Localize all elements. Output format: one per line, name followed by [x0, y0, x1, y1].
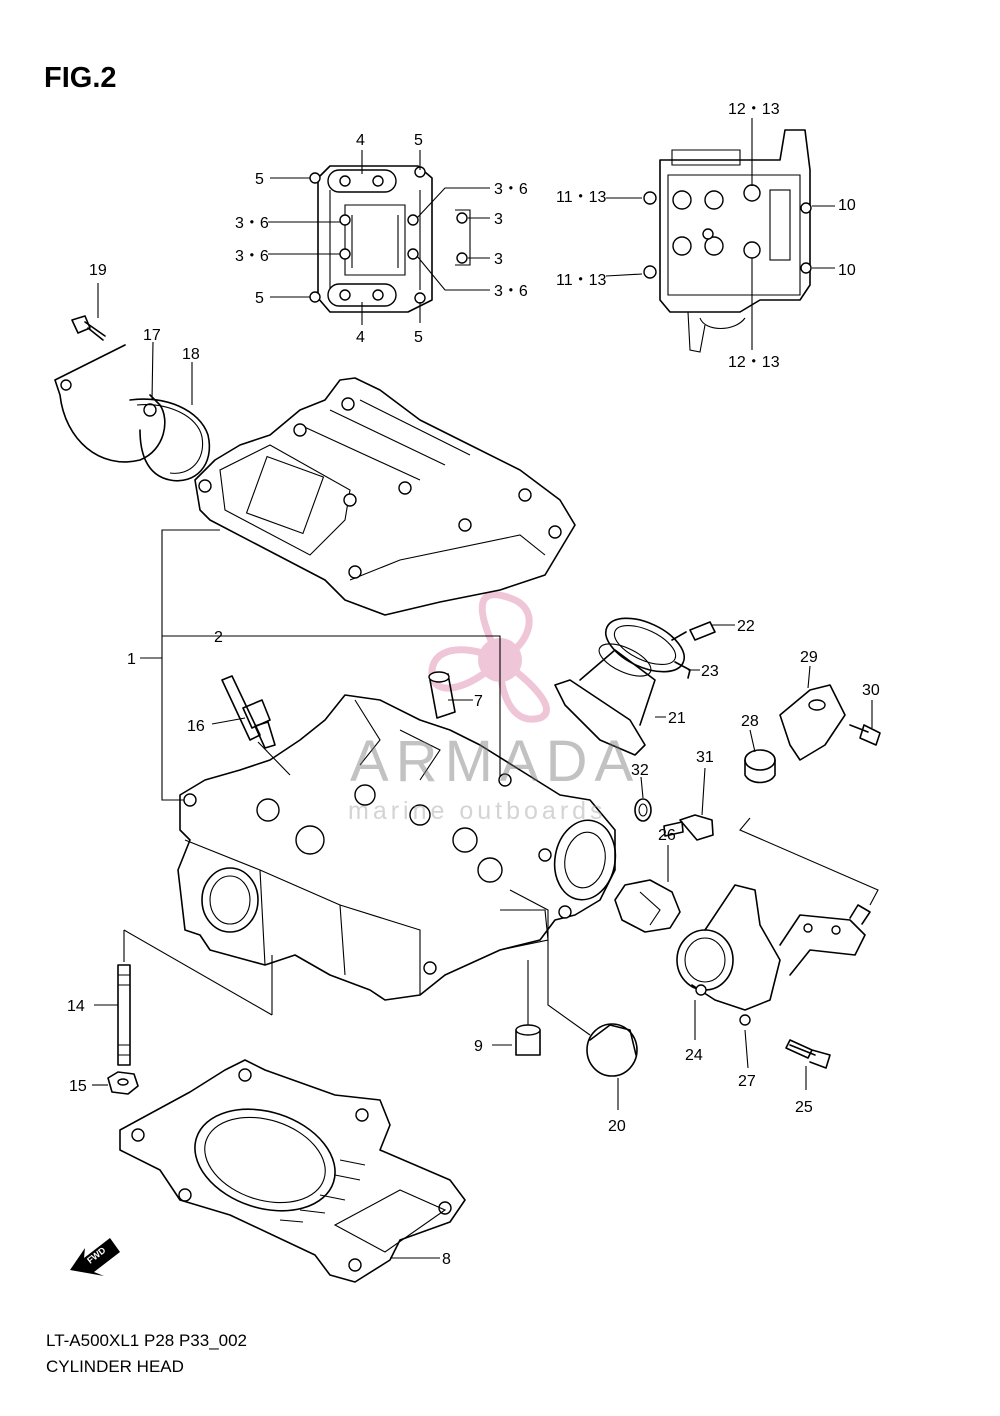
- head-callout-1213-bottom: 12・13: [728, 354, 780, 371]
- cover-callout-36-right-b: 3・6: [494, 283, 528, 300]
- cylinder-head-cover-2: [194, 377, 576, 616]
- thermostat-26: [614, 879, 681, 933]
- nut-15: [107, 1071, 139, 1095]
- cover-callout-5-top-right: 5: [414, 132, 423, 149]
- callout-30: 30: [862, 682, 880, 699]
- cylinder-head-body: [177, 694, 617, 1001]
- grommet-28: [744, 749, 776, 784]
- watermark-tagline: marine outboards: [348, 797, 607, 825]
- callout-32: 32: [631, 762, 649, 779]
- cover-callout-5-top-left: 5: [255, 171, 264, 188]
- cover-callout-36-right-a: 3・6: [494, 181, 528, 198]
- seal-18: [129, 398, 211, 482]
- callout-22: 22: [737, 618, 755, 635]
- callout-21: 21: [668, 710, 686, 727]
- cover-top-view-inset: [309, 165, 471, 313]
- temp-sensor-31: [663, 814, 714, 841]
- callout-25: 25: [795, 1099, 813, 1116]
- cover-callout-3-right-b: 3: [494, 251, 503, 268]
- callout-15: 15: [69, 1078, 87, 1095]
- head-top-view-inset: [643, 129, 812, 353]
- watermark-brand: ARMADA: [350, 729, 641, 794]
- callout-14: 14: [67, 998, 85, 1015]
- figure-code: LT-A500XL1 P28 P33_002: [46, 1331, 248, 1350]
- washer-32: [634, 798, 652, 822]
- spark-plug-16: [221, 675, 276, 749]
- callout-16: 16: [187, 718, 205, 735]
- sensor-bracket-29: [779, 684, 846, 761]
- cap-17: [54, 344, 166, 463]
- dowel-9: [515, 1024, 541, 1056]
- bolt-22: [671, 621, 716, 641]
- cover-callout-5-bottom-right: 5: [414, 329, 423, 346]
- clamp-23: [605, 617, 691, 679]
- bolt-19: [71, 315, 106, 341]
- fwd-arrow-icon: FWD: [70, 1238, 120, 1276]
- head-callout-10-b: 10: [838, 262, 856, 279]
- head-callout-10-a: 10: [838, 197, 856, 214]
- intake-pipe-21: [554, 643, 656, 756]
- figure-title: FIG.2: [44, 62, 117, 94]
- thermostat-cover-24: [676, 884, 871, 1026]
- stud-14: [117, 964, 131, 1066]
- callout-8: 8: [442, 1251, 451, 1268]
- cover-inset-leaders: [268, 150, 490, 325]
- callout-19: 19: [89, 262, 107, 279]
- cover-callout-5-bottom-left: 5: [255, 290, 264, 307]
- head-gasket-8: [119, 1059, 466, 1283]
- head-inset-leaders: [605, 118, 835, 350]
- bolt-30: [849, 724, 881, 746]
- head-callout-1113-a: 11・13: [556, 189, 607, 206]
- callout-1: 1: [127, 651, 136, 668]
- cover-callout-4-top: 4: [356, 132, 365, 149]
- callout-29: 29: [800, 649, 818, 666]
- callout-31: 31: [696, 749, 714, 766]
- callout-26: 26: [658, 827, 676, 844]
- cover-callout-4-bottom: 4: [356, 329, 365, 346]
- callout-17: 17: [143, 327, 161, 344]
- head-callout-1113-b: 11・13: [556, 272, 607, 289]
- figure-name: CYLINDER HEAD: [46, 1357, 184, 1376]
- callout-20: 20: [608, 1118, 626, 1135]
- callout-24: 24: [685, 1047, 703, 1064]
- callout-18: 18: [182, 346, 200, 363]
- callout-2: 2: [214, 629, 223, 646]
- cover-callout-36-left-b: 3・6: [235, 248, 269, 265]
- callout-7: 7: [474, 693, 483, 710]
- cover-callout-3-right-a: 3: [494, 211, 503, 228]
- bolt-25: [785, 1039, 831, 1069]
- plug-20: [586, 1023, 638, 1077]
- callout-28: 28: [741, 713, 759, 730]
- head-callout-1213-top: 12・13: [728, 101, 780, 118]
- callout-27: 27: [738, 1073, 756, 1090]
- callout-9: 9: [474, 1038, 483, 1055]
- sleeve-7: [428, 671, 456, 719]
- callout-23: 23: [701, 663, 719, 680]
- cover-callout-36-left-a: 3・6: [235, 215, 269, 232]
